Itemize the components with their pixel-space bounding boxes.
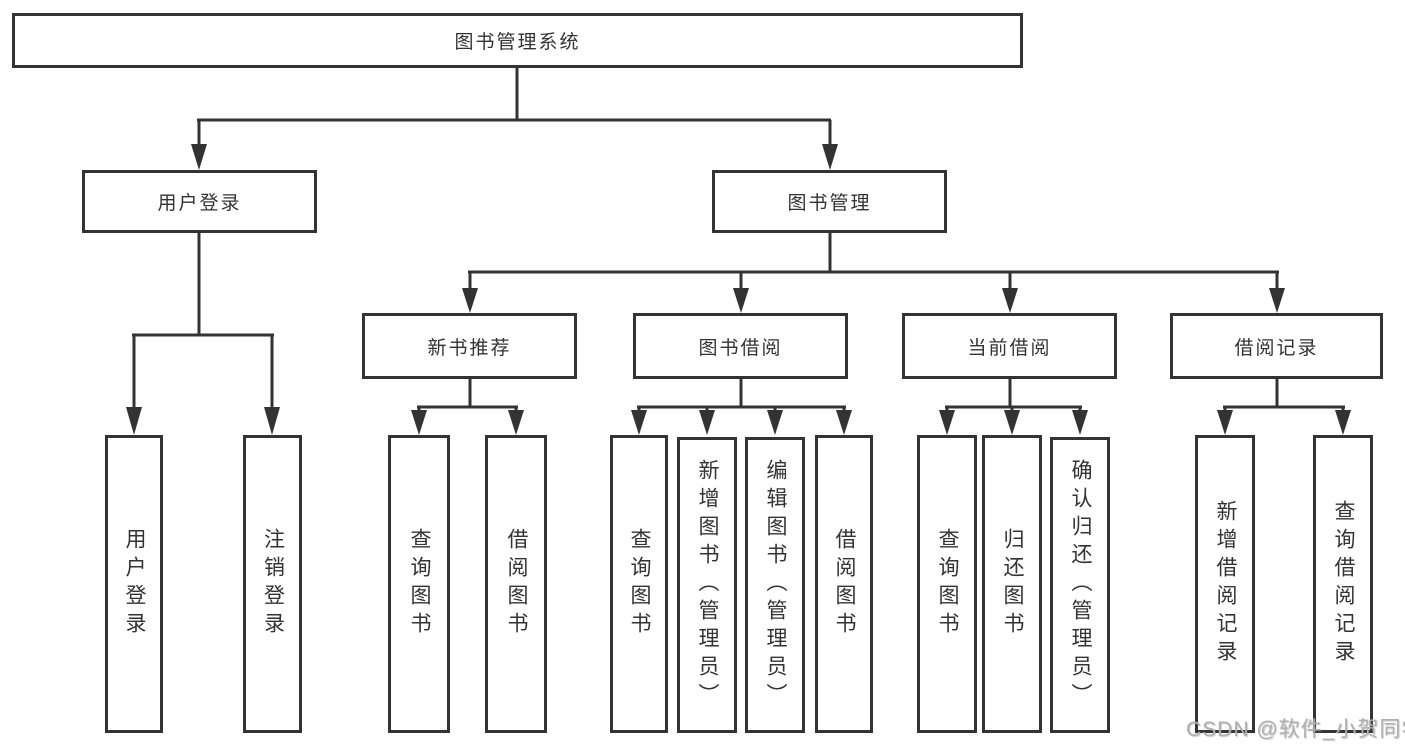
node-current-borrow: 当前借阅 [902, 313, 1117, 379]
leaf-user-login: 用户登录 [105, 435, 163, 733]
leaf-edit-books-admin: 编辑图书（管理员） [745, 437, 805, 733]
watermark: CSDN @软件_小贺同学 [1186, 718, 1405, 741]
node-new-book-recommend: 新书推荐 [362, 313, 577, 379]
node-book-borrow: 图书借阅 [633, 313, 848, 379]
leaf-query-books-current: 查询图书 [917, 435, 977, 733]
leaf-query-books-borrow: 查询图书 [610, 435, 668, 733]
leaf-borrow-books-recommend: 借阅图书 [485, 435, 547, 733]
node-book-management-system: 图书管理系统 [12, 13, 1023, 68]
leaf-borrow-books: 借阅图书 [815, 435, 873, 733]
leaf-add-borrow-record: 新增借阅记录 [1195, 435, 1255, 733]
node-book-management: 图书管理 [712, 170, 947, 233]
node-user-login: 用户登录 [82, 170, 317, 233]
leaf-add-books-admin: 新增图书（管理员） [677, 437, 737, 733]
leaf-confirm-return-admin: 确认归还（管理员） [1050, 437, 1110, 733]
leaf-query-borrow-record: 查询借阅记录 [1313, 435, 1373, 733]
leaf-return-books: 归还图书 [982, 435, 1042, 733]
leaf-logout: 注销登录 [243, 435, 302, 733]
node-borrow-records: 借阅记录 [1170, 313, 1383, 379]
leaf-query-books-recommend: 查询图书 [388, 435, 450, 733]
